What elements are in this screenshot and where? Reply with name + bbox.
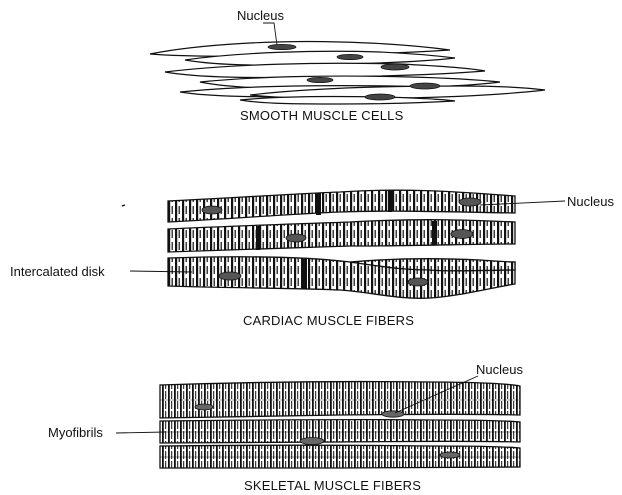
intercalated-disk-shape: [388, 190, 392, 212]
intercalated-disk-label: Intercalated disk: [10, 264, 105, 279]
skeletal-muscle-caption: SKELETAL MUSCLE FIBERS: [244, 478, 421, 493]
nucleus-shape: [337, 54, 363, 59]
myofibrils-label: Myofibrils: [48, 425, 103, 440]
nucleus-shape: [300, 438, 324, 445]
skeletal-nucleus-label: Nucleus: [476, 362, 523, 377]
cardiac-nucleus-label: Nucleus: [567, 194, 614, 209]
nucleus-shape: [451, 230, 473, 239]
intercalated-disk-shape: [302, 259, 307, 289]
cardiac-muscle-caption: CARDIAC MUSCLE FIBERS: [243, 313, 414, 328]
nucleus-shape: [268, 44, 296, 49]
nucleus-shape: [365, 94, 395, 100]
myofibrils-leader: [116, 432, 165, 433]
nucleus-shape: [307, 77, 333, 82]
skeletal-fiber: [160, 420, 520, 443]
skeletal-fiber: [160, 445, 520, 468]
nucleus-shape: [286, 234, 306, 242]
nucleus-shape: [408, 278, 428, 286]
intercalated-disk-shape: [256, 226, 260, 250]
nucleus-shape: [459, 198, 481, 206]
nucleus-shape: [382, 411, 404, 417]
stray-mark: [122, 205, 125, 206]
nucleus-shape: [410, 83, 440, 89]
nucleus-shape: [202, 206, 222, 214]
cardiac-fiber: [168, 190, 515, 222]
nucleus-shape: [440, 452, 460, 458]
intercalated-disk-shape: [316, 193, 321, 215]
smooth-muscle-caption: SMOOTH MUSCLE CELLS: [240, 108, 403, 123]
smooth-muscle-illustration: [150, 23, 545, 104]
skeletal-muscle-illustration: [116, 376, 520, 468]
smooth-nucleus-label: Nucleus: [237, 8, 284, 23]
nucleus-shape: [195, 404, 213, 410]
intercalated-disk-shape: [432, 221, 437, 245]
nucleus-shape: [381, 64, 409, 70]
nucleus-shape: [219, 272, 241, 280]
cardiac-muscle-illustration: [130, 190, 565, 298]
smooth-cell: [165, 63, 485, 77]
